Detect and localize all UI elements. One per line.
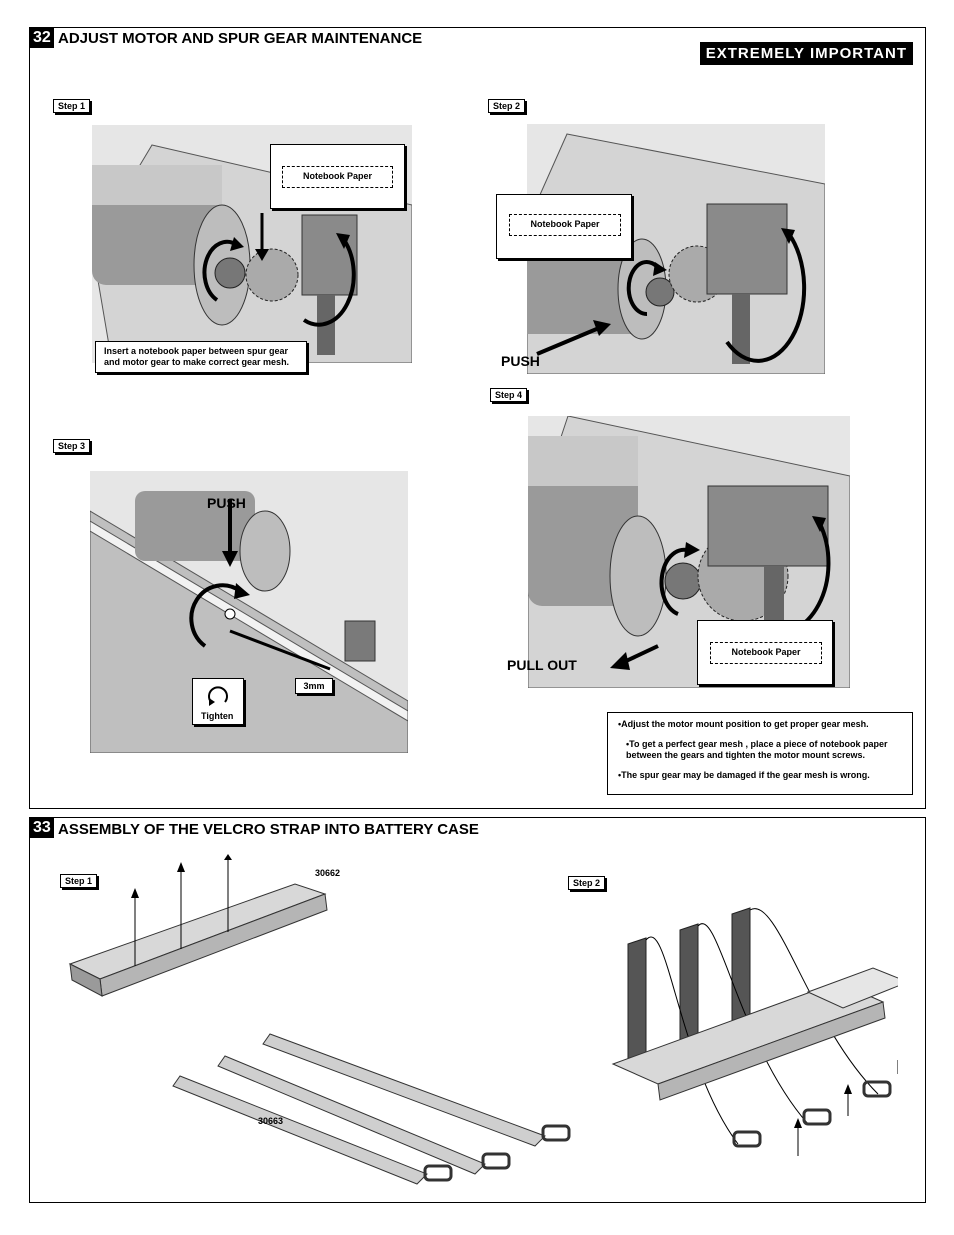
section-number: 33 <box>30 818 54 838</box>
note-2: •To get a perfect gear mesh , place a pi… <box>626 739 888 760</box>
step1-label-33: Step 1 <box>60 874 98 888</box>
notes-box: •Adjust the motor mount position to get … <box>607 712 913 795</box>
step2-paper-callout: Notebook Paper <box>496 194 632 259</box>
important-badge: EXTREMELY IMPORTANT <box>699 42 913 65</box>
part-number-strap: 30663 <box>258 1116 284 1126</box>
tool-size-label: 3mm <box>295 678 333 694</box>
step1-paper-callout: Notebook Paper <box>270 144 405 209</box>
battery-case-strap-illustration <box>68 854 571 1185</box>
section-33: 33 ASSEMBLY OF THE VELCRO STRAP INTO BAT… <box>29 817 926 1203</box>
section-number: 32 <box>30 28 54 48</box>
part-number-case: 30662 <box>315 868 341 878</box>
tighten-label: Tighten <box>201 711 234 721</box>
push-label-step3: PUSH <box>207 495 246 511</box>
step4-label: Step 4 <box>490 388 528 402</box>
strap-installed-illustration <box>611 907 898 1156</box>
pull-out-label: PULL OUT <box>507 657 577 673</box>
step4-paper-callout: Notebook Paper <box>697 620 833 685</box>
step2-label: Step 2 <box>488 99 526 113</box>
step3-label: Step 3 <box>53 439 91 453</box>
step3-illustration <box>90 471 408 753</box>
tighten-callout: Tighten <box>192 678 244 725</box>
step1-label: Step 1 <box>53 99 91 113</box>
section-title: ADJUST MOTOR AND SPUR GEAR MAINTENANCE <box>58 30 423 47</box>
notebook-paper-label: Notebook Paper <box>282 166 393 188</box>
section-title: ASSEMBLY OF THE VELCRO STRAP INTO BATTER… <box>58 821 479 838</box>
section-32: 32 ADJUST MOTOR AND SPUR GEAR MAINTENANC… <box>29 27 926 809</box>
step2-label-33: Step 2 <box>568 876 606 890</box>
notebook-paper-label: Notebook Paper <box>710 642 822 664</box>
notebook-paper-label: Notebook Paper <box>509 214 621 236</box>
rotate-clockwise-icon <box>208 686 228 706</box>
step1-instruction: Insert a notebook paper between spur gea… <box>95 341 307 373</box>
push-label: PUSH <box>501 353 540 369</box>
note-3: •The spur gear may be damaged if the gea… <box>618 770 870 780</box>
note-1: •Adjust the motor mount position to get … <box>618 719 869 729</box>
